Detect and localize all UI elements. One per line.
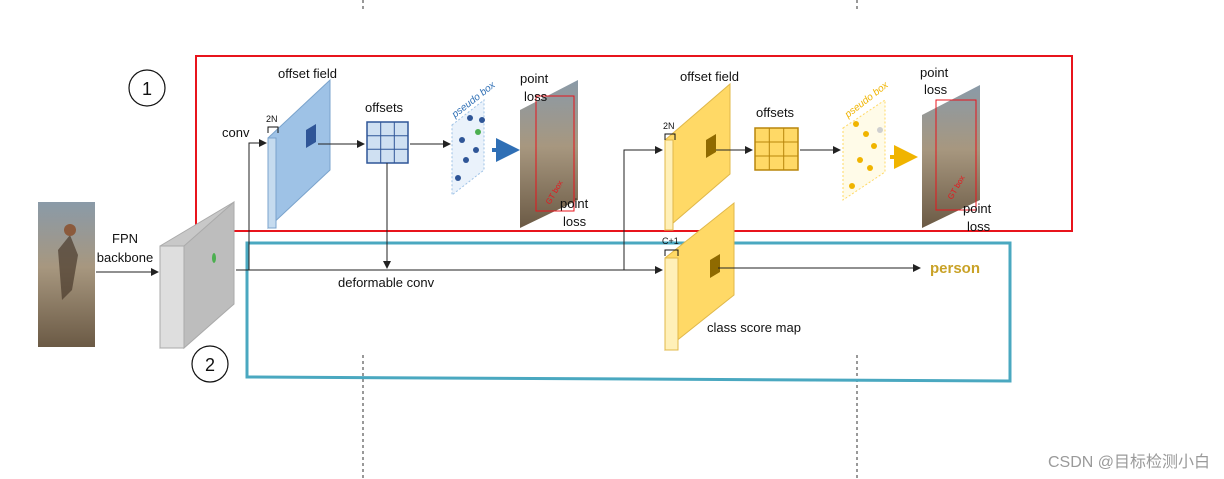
class-score-map [664,201,735,352]
loss-label-1b: loss [563,214,587,229]
loss-label-1a: loss [524,89,548,104]
channels-c1-label: C+1 [662,236,679,246]
offsets-grid-2 [754,127,799,171]
fpn-label: FPN [112,231,138,246]
stage2-branch-line [623,146,663,270]
watermark: CSDN @目标检测小白 [1048,453,1210,471]
deformable-conv-label: deformable conv [338,275,435,290]
point-label-1a: point [520,71,549,86]
point-label-2a: point [920,65,949,80]
teal-region-box [245,241,1012,383]
offset-field-label-2: offset field [680,69,739,84]
offset-field-blue [267,78,331,230]
circle-label-1: 1 [128,69,166,107]
channels-2n-label-2: 2N [663,121,675,131]
result-image-1 [520,80,578,228]
result-image-2 [922,85,980,228]
offsets-label-1: offsets [365,100,404,115]
class-score-map-label: class score map [707,320,801,335]
offset-field-yellow [664,82,731,232]
loss-label-2a: loss [924,82,948,97]
pseudo-box-1 [451,98,485,197]
dashed-guides [362,0,858,479]
circle-label-2: 2 [191,345,229,383]
backbone-label: backbone [97,250,153,265]
svg-text:1: 1 [142,79,152,99]
input-image [38,202,95,347]
pseudo-box-2 [842,99,886,201]
feature-map [159,200,235,350]
loss-label-2b: loss [967,219,991,234]
offsets-grid-1 [366,121,409,164]
conv-branch-line [248,139,267,270]
conv-label: conv [222,125,250,140]
point-label-2b: point [963,201,992,216]
channels-2n-label-1: 2N [266,114,278,124]
point-label-1b: point [560,196,589,211]
red-region-box [195,55,1073,232]
offsets-label-2: offsets [756,105,795,120]
svg-text:2: 2 [205,355,215,375]
person-label: person [930,260,980,277]
offset-field-label-1: offset field [278,66,337,81]
